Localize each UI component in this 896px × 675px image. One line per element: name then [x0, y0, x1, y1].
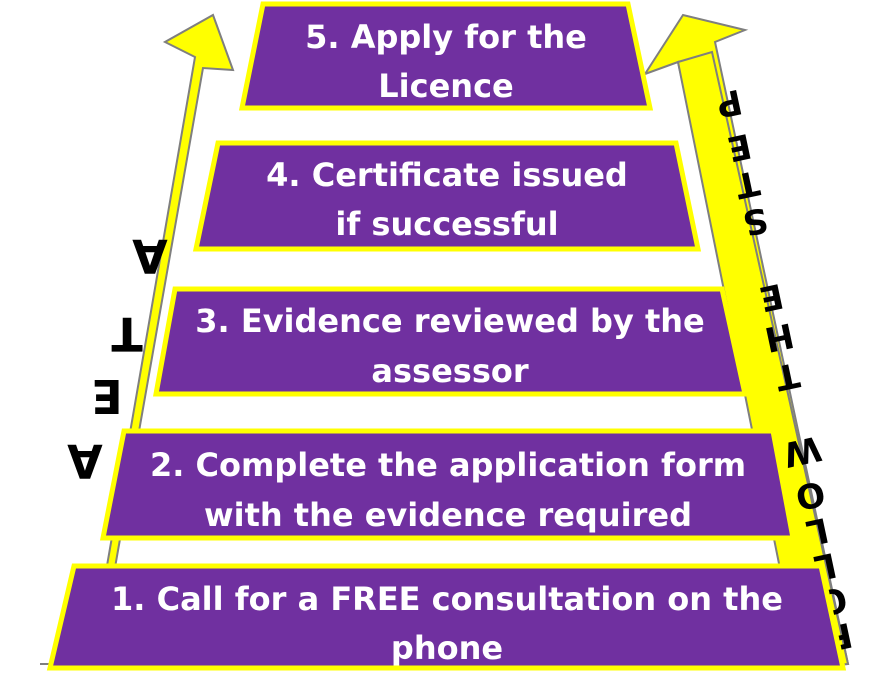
step-4-shape: [192, 140, 702, 252]
left-arrow-letter: E: [91, 369, 122, 423]
step-1: 1. Call for a FREE consultation on the p…: [46, 563, 847, 671]
step-3-label-line1: 3. Evidence reviewed by the: [195, 302, 704, 340]
left-arrow-letter: A: [132, 229, 168, 283]
step-2-shape: [99, 428, 797, 541]
step-2: 2. Complete the application form with th…: [99, 428, 797, 541]
step-3: 3. Evidence reviewed by the assessor: [153, 286, 749, 397]
step-2-label-line1: 2. Complete the application form: [150, 446, 746, 484]
left-arrow-letters: A T E A: [67, 229, 168, 488]
step-4: 4. Certificate issued if successful: [192, 140, 702, 252]
step-4-label-line2: if successful: [335, 205, 558, 243]
step-3-shape: [153, 286, 749, 397]
step-4-label-line1: 4. Certificate issued: [266, 156, 628, 194]
step-2-label-line2: with the evidence required: [204, 496, 692, 534]
left-arrow-letter: A: [67, 434, 103, 488]
step-3-label-line2: assessor: [371, 352, 528, 390]
step-1-label-line2: phone: [391, 629, 503, 667]
step-5-label-line1: 5. Apply for the: [305, 18, 587, 56]
step-5: 5. Apply for the Licence: [238, 1, 654, 111]
step-5-label-line2: Licence: [378, 67, 513, 105]
step-5-shape: [238, 1, 654, 111]
step-1-label-line1: 1. Call for a FREE consultation on the: [111, 580, 783, 618]
right-arrow-letter: W: [780, 427, 825, 474]
step-1-shape: [46, 563, 847, 671]
right-arrow: F O L L O W T H E S T E P: [642, 13, 856, 670]
left-arrow-letter: T: [111, 307, 143, 361]
